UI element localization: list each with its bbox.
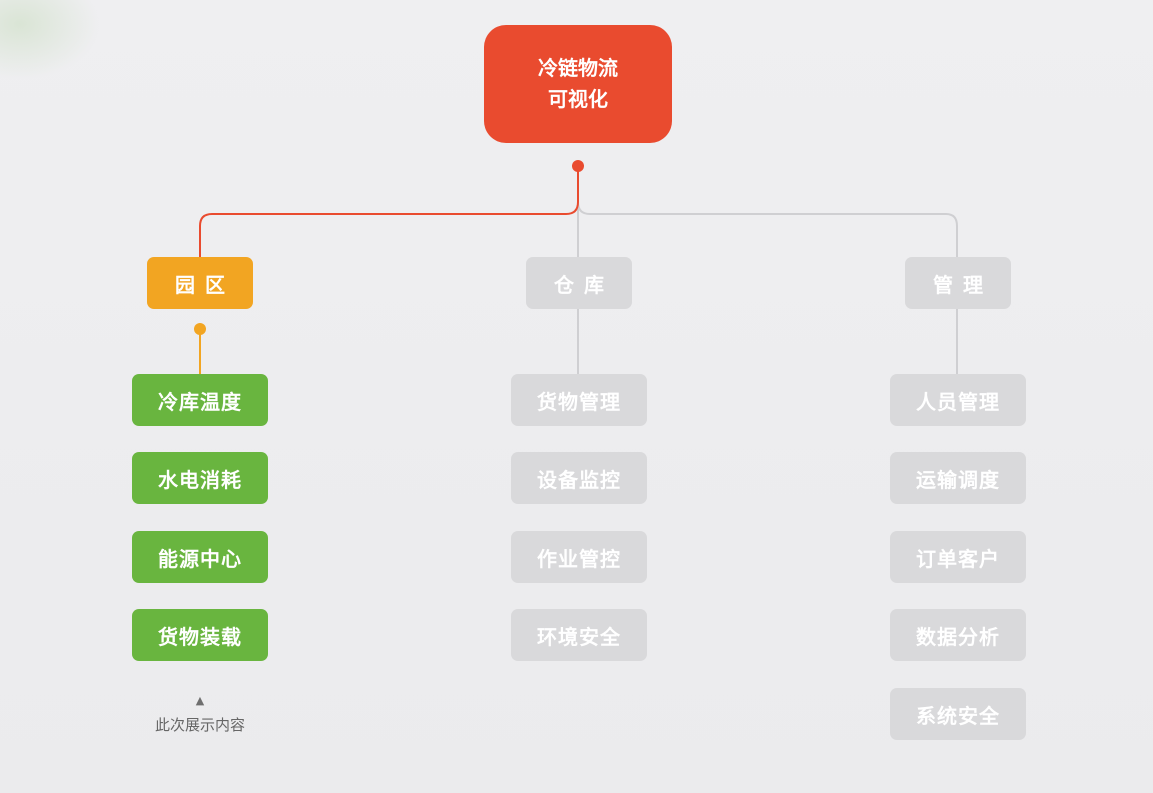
leaf-park-energy-center[interactable]: 能源中心	[132, 531, 268, 583]
leaf-warehouse-cargo-management[interactable]: 货物管理	[511, 374, 647, 426]
category-park[interactable]: 园区	[147, 257, 253, 309]
leaf-park-water-power[interactable]: 水电消耗	[132, 452, 268, 504]
leaf-management-system-security[interactable]: 系统安全	[890, 688, 1026, 740]
background-blur	[0, 0, 100, 80]
connector-root-to-management	[577, 201, 958, 257]
leaf-management-order-customer[interactable]: 订单客户	[890, 531, 1026, 583]
caption-text: 此次展示内容	[154, 716, 245, 734]
park-connector-dot	[194, 323, 206, 335]
root-node-cold-chain[interactable]: 冷链物流 可视化	[484, 25, 672, 143]
root-title-line1: 冷链物流	[538, 56, 618, 80]
leaf-park-cold-storage-temp[interactable]: 冷库温度	[132, 374, 268, 426]
root-connector-dot	[572, 160, 584, 172]
connector-root-to-park	[199, 166, 579, 257]
leaf-management-transport-dispatch[interactable]: 运输调度	[890, 452, 1026, 504]
category-warehouse[interactable]: 仓库	[526, 257, 632, 309]
leaf-management-data-analysis[interactable]: 数据分析	[890, 609, 1026, 661]
leaf-warehouse-equipment-monitoring[interactable]: 设备监控	[511, 452, 647, 504]
leaf-management-personnel[interactable]: 人员管理	[890, 374, 1026, 426]
leaf-warehouse-operation-control[interactable]: 作业管控	[511, 531, 647, 583]
leaf-warehouse-environment-safety[interactable]: 环境安全	[511, 609, 647, 661]
current-display-caption: ▲ 此次展示内容	[130, 694, 270, 735]
root-title-line2: 可视化	[548, 87, 608, 111]
triangle-up-icon: ▲	[195, 694, 205, 707]
category-management[interactable]: 管理	[905, 257, 1011, 309]
leaf-park-cargo-loading[interactable]: 货物装载	[132, 609, 268, 661]
